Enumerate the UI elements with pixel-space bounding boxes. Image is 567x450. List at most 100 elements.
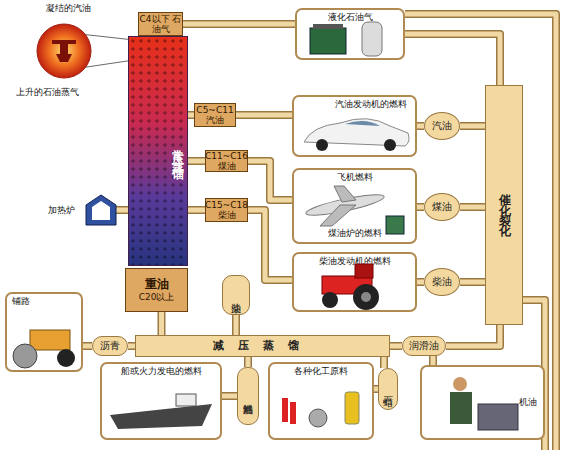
node-text: C20以上: [139, 292, 175, 302]
pipe-connector: [161, 312, 162, 335]
node-text: 煤油炉的燃料: [328, 229, 382, 239]
product-box: 汽油发动机的燃料: [292, 95, 417, 157]
pipe-outline: [236, 111, 292, 119]
pipe-outline: [188, 157, 205, 165]
pipe-fill: [460, 124, 485, 129]
pipe-outline: [128, 342, 135, 350]
pipe-connector: [446, 325, 500, 346]
product-capsule: 石蜡: [378, 368, 398, 410]
condensing-drops: [52, 40, 76, 62]
pipe-fill: [248, 210, 292, 280]
pipe-outline: [232, 315, 240, 335]
pipe-connector: [384, 357, 385, 368]
heating-furnace: 加热炉: [48, 195, 116, 225]
pipe-connector: [236, 315, 237, 335]
pipe-outline: [244, 357, 252, 367]
distillation-column: 常压蒸馏: [128, 36, 188, 266]
pipe-fill: [116, 208, 128, 213]
node-text: C15~C18 柴油: [205, 200, 248, 221]
node-text: 机油: [519, 398, 537, 408]
pipe-fill: [159, 312, 164, 335]
fraction-box: C15~C18 柴油: [205, 198, 248, 222]
pipe-fill: [188, 208, 205, 213]
pipe-connector: [183, 24, 295, 25]
product-box: 柴油发动机的燃料: [292, 252, 417, 312]
node-text: C4以下 石油气: [139, 14, 182, 35]
pipe-outline: [222, 392, 237, 400]
zoom-circle: [37, 24, 91, 78]
node-text: 各种化工原料: [294, 367, 348, 377]
pipe-outline: [460, 278, 485, 286]
pipe-outline: [158, 312, 166, 335]
node-text: 常压蒸馏: [170, 139, 184, 163]
node-text: 液化石油气: [328, 13, 373, 23]
product-capsule: 柴油: [222, 275, 250, 315]
pipe-outline: [405, 34, 500, 85]
pipe-fill: [83, 344, 92, 349]
callout-label: 上升的石油蒸气: [16, 86, 79, 99]
product-box: 飞机燃料煤油炉的燃料: [292, 168, 417, 244]
node-text: C5~C11 汽油: [195, 105, 235, 126]
pipe-connector: [417, 282, 424, 283]
node-text: 柴油发动机的燃料: [319, 257, 391, 267]
product-capsule: 沥青: [92, 336, 128, 356]
pipe-connector: [460, 126, 485, 127]
process-band: 催化裂化: [485, 85, 523, 325]
pipe-outline: [429, 356, 437, 365]
pipe-fill: [248, 161, 292, 200]
pipe-fill: [128, 344, 135, 349]
pipe-connector: [188, 161, 205, 162]
node-text: 柴油: [432, 276, 452, 288]
pipe-connector: [248, 357, 249, 367]
pipe-outline: [417, 203, 424, 211]
callout-label: 凝结的汽油: [46, 2, 91, 15]
pipe-outline: [183, 20, 295, 28]
product-box: 船或火力发电的燃料: [100, 362, 222, 440]
product-capsule: 润滑油: [402, 336, 446, 356]
pipe-connector: [405, 34, 500, 85]
pipe-connector: [433, 356, 434, 365]
pipe-fill: [417, 205, 424, 210]
pipe-connector: [248, 161, 292, 200]
pipe-fill: [236, 113, 292, 118]
pipe-outline: [248, 210, 292, 280]
pipe-fill: [460, 280, 485, 285]
node-text: 减压蒸馏: [213, 340, 313, 353]
outer-pipes: [405, 14, 556, 450]
node-text: 铺路: [12, 297, 30, 307]
process-band: 减压蒸馏: [135, 335, 390, 357]
pipe-outline: [446, 325, 500, 346]
pipe-outline: [460, 203, 485, 211]
pipe-fill: [460, 205, 485, 210]
pipe-outline: [390, 342, 402, 350]
node-text: C11~C16 煤油: [205, 151, 248, 172]
node-text: 催化裂化: [497, 185, 511, 225]
pipe-connector: [83, 346, 92, 347]
pipe-connector: [128, 346, 135, 347]
pipe-fill: [246, 357, 251, 367]
node-text: 船或火力发电的燃料: [121, 367, 202, 377]
node-text: 润滑油: [409, 341, 439, 352]
fraction-box: 重油C20以上: [125, 268, 188, 312]
pipe-connector: [248, 210, 292, 280]
product-box: 各种化工原料: [268, 362, 374, 440]
pipe-outline: [460, 122, 485, 130]
pipe-outline: [380, 357, 388, 368]
pipe-connector: [236, 115, 292, 116]
node-text: 沥青: [100, 341, 120, 352]
node-text: 重油: [145, 278, 169, 292]
fraction-box: C5~C11 汽油: [194, 103, 236, 127]
node-text: 煤油: [432, 201, 452, 213]
pipe-connector: [116, 210, 128, 211]
pipe-outline: [248, 161, 292, 200]
product-circle: 柴油: [424, 268, 460, 296]
pipe-connector: [390, 346, 402, 347]
product-box: 液化石油气: [295, 8, 405, 60]
pipe-connector: [417, 126, 424, 127]
pipe-fill: [417, 280, 424, 285]
pipe-outline: [417, 278, 424, 286]
pipe-fill: [405, 34, 500, 85]
fraction-box: C11~C16 煤油: [205, 150, 248, 172]
pipe-fill: [390, 344, 402, 349]
